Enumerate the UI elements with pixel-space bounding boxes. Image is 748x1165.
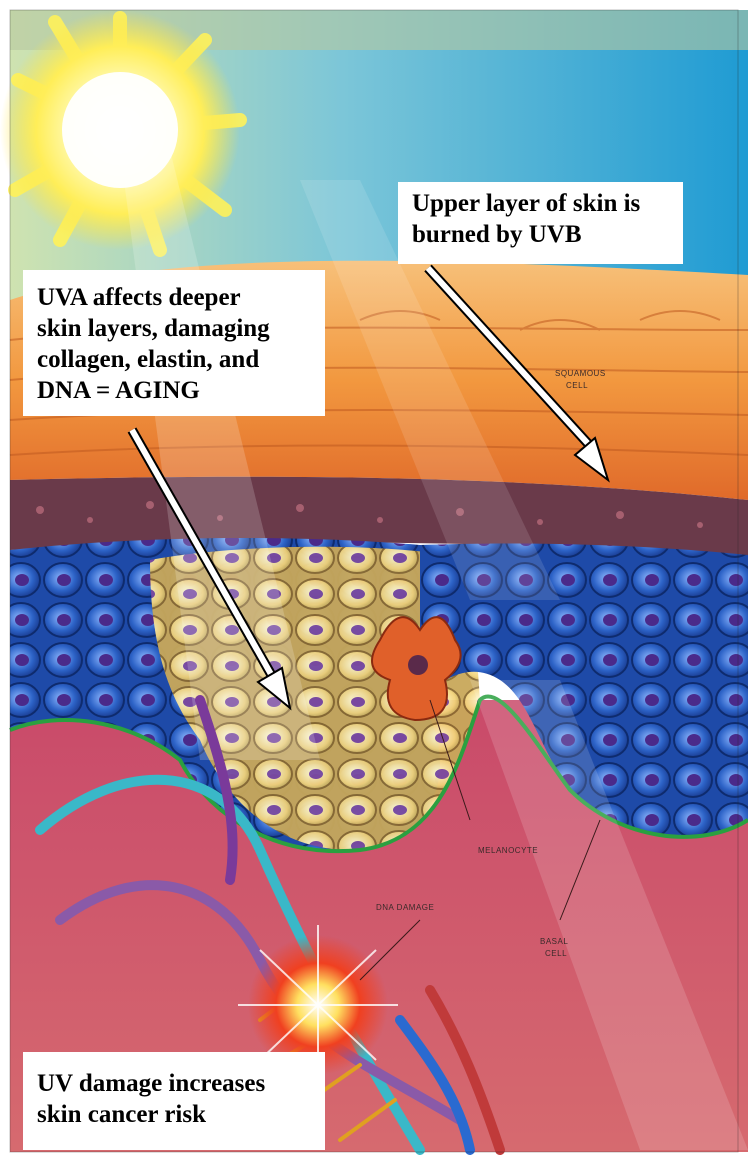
sun-icon [0, 10, 240, 250]
callout-uvb: Upper layer of skin is burned by UVB [398, 182, 683, 264]
callout-cancer-risk: UV damage increases skin cancer risk [23, 1052, 325, 1150]
label-melanocyte: MELANOCYTE [478, 846, 538, 855]
callout-cancer-line: UV damage increases [37, 1068, 311, 1099]
label-squamous-cell: SQUAMOUS [555, 369, 606, 378]
label-squamous-cell-2: CELL [566, 381, 588, 390]
callout-uvb-line: Upper layer of skin is [412, 188, 669, 219]
callout-uva-line: skin layers, damaging [37, 313, 311, 344]
label-basal-cell-2: CELL [545, 949, 567, 958]
label-basal-cell: BASAL [540, 937, 568, 946]
callout-uva-line: DNA = AGING [37, 375, 311, 406]
label-dna-damage: DNA DAMAGE [376, 903, 434, 912]
callout-cancer-line: skin cancer risk [37, 1099, 311, 1130]
callout-uva-line: UVA affects deeper [37, 282, 311, 313]
callout-uva-line: collagen, elastin, and [37, 344, 311, 375]
callout-uva: UVA affects deeper skin layers, damaging… [23, 270, 325, 416]
callout-uvb-line: burned by UVB [412, 219, 669, 250]
